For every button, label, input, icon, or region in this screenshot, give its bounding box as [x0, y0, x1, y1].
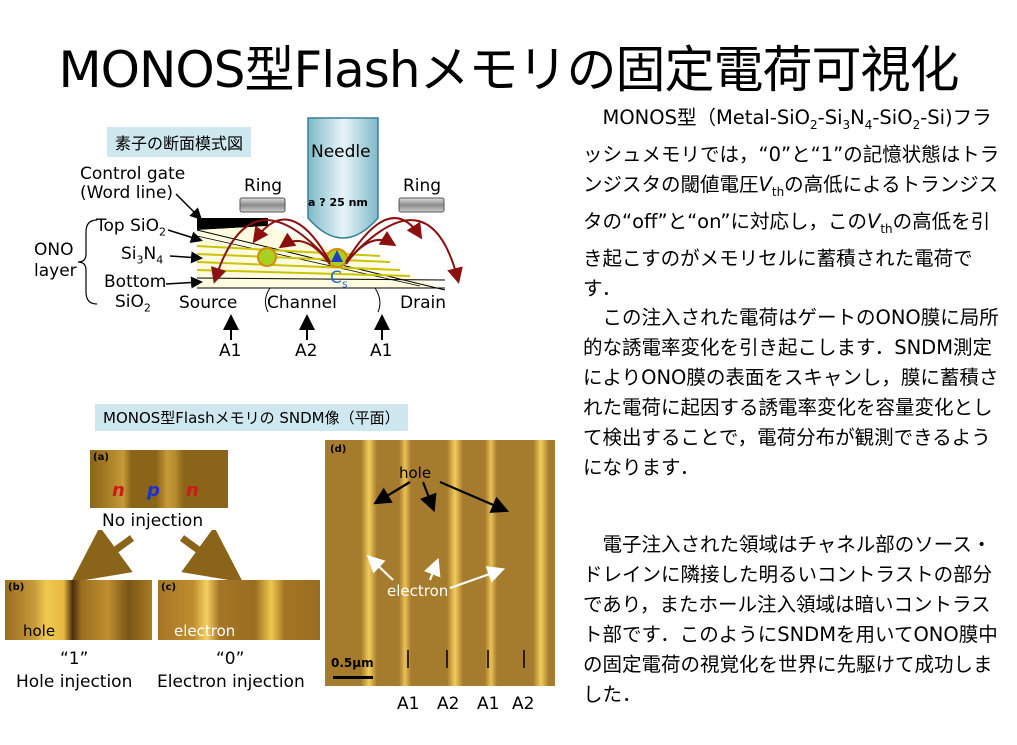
word-line-label: (Word line) [80, 183, 174, 203]
paragraph-3: 電子注入された領域はチャネル部のソース・ドレインに隣接した明るいコントラストの部… [583, 533, 998, 706]
ring-right-label: Ring [403, 176, 442, 196]
arrow-label-a1-left: A1 [219, 341, 242, 361]
panel-d-bottom-a2-1: A2 [437, 694, 460, 714]
arrow-label-a2: A2 [295, 341, 318, 361]
cross-section-caption: 素子の断面模式図 [107, 127, 252, 157]
panel-d-bottom-a1-2: A1 [477, 694, 500, 714]
paragraph-2: この注入された電荷はゲートのONO膜に局所的な誘電率変化を引き起こします．SND… [583, 306, 999, 479]
panel-c-caption: Electron injection [157, 672, 305, 692]
ring-left [239, 197, 286, 213]
panel-d-electron-label: electron [387, 582, 449, 600]
panel-d-scale-bar [333, 676, 373, 679]
control-gate-label: Control gate [80, 164, 186, 184]
panel-c-caption-num: “0” [216, 649, 245, 669]
panel-d-arrows [366, 480, 525, 668]
tip-size-label: a ? 25 nm [308, 196, 368, 209]
panel-a-tag: (a) [93, 452, 109, 463]
ono-label-b: layer [34, 261, 77, 281]
ring-right [398, 197, 445, 213]
panel-b-caption-num: “1” [60, 649, 89, 669]
panel-a-caption: No injection [102, 511, 204, 531]
sndm-panel-b: (b) hole [5, 580, 152, 640]
panel-d-bottom-a2-2: A2 [512, 694, 535, 714]
page-title: MONOS型Flashメモリの固定電荷可視化 [58, 41, 959, 99]
panel-d-bottom-a1-1: A1 [397, 694, 420, 714]
cs-label: Cs [330, 268, 348, 291]
ono-label-a: ONO [34, 240, 74, 260]
panel-b-hole-label: hole [23, 622, 56, 640]
panel-d-tag: (d) [330, 444, 347, 455]
panel-b-caption: Hole injection [16, 672, 133, 692]
sndm-panel-c: (c) electron [158, 580, 320, 640]
arrow-label-a1-right: A1 [370, 341, 393, 361]
panel-a-n-left: n [112, 480, 125, 501]
panel-c-electron-label: electron [174, 622, 236, 640]
ring-left-label: Ring [244, 176, 283, 196]
panel-c-tag: (c) [161, 582, 177, 593]
channel-label: Channel [267, 293, 337, 313]
paragraph-1: MONOS型（Metal-SiO2-Si3N4-SiO2-Si)フラッシュメモリ… [583, 106, 1000, 300]
cross-section-diagram [77, 117, 463, 340]
sndm-panel-a: (a) n p n [90, 450, 228, 508]
panel-a-n-right: n [186, 480, 199, 501]
panel-b-tag: (b) [8, 582, 25, 593]
charge-blob-left [257, 247, 277, 267]
bottom-sio2-label-b: SiO2 [115, 292, 151, 315]
panel-d-hole-label: hole [399, 464, 432, 482]
si3n4-label: Si3N4 [121, 244, 164, 267]
source-label: Source [179, 293, 238, 313]
top-sio2-label: Top SiO2 [96, 216, 166, 239]
panel-arrows [71, 530, 243, 583]
drain-label: Drain [400, 293, 446, 313]
panel-d-scale-label: 0.5μm [331, 656, 374, 670]
panel-a-p: p [147, 480, 160, 501]
needle [307, 117, 379, 239]
bottom-sio2-label-a: Bottom [104, 272, 167, 292]
needle-label: Needle [311, 142, 371, 162]
sndm-caption: MONOS型Flashメモリの SNDM像（平面） [95, 404, 408, 431]
